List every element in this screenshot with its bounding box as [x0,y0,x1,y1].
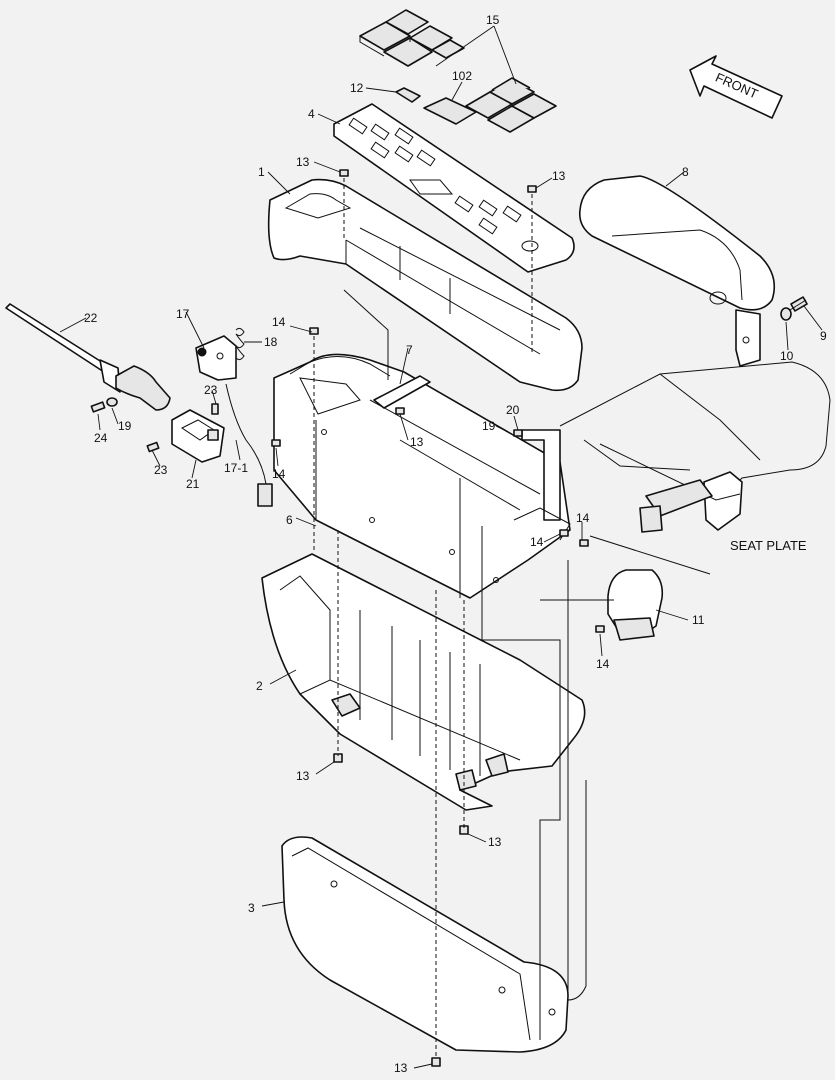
callout-17: 17 [176,307,190,321]
cap-12 [395,87,421,103]
callout-14-b: 14 [272,467,286,481]
side-cover-3 [281,836,569,1053]
seat-plate-label: SEAT PLATE [730,538,807,553]
callout-17-1: 17-1 [224,461,248,475]
callout-1: 1 [258,165,265,179]
callout-14-d: 14 [530,535,544,549]
front-direction-arrow: FRONT [689,55,783,119]
switch-21 [171,409,225,463]
callout-22: 22 [84,311,98,325]
callout-2: 2 [256,679,263,693]
harness-17-1 [225,383,273,507]
assembly-lines [313,178,711,1058]
callout-10: 10 [780,349,794,363]
cover-11 [607,569,664,641]
callout-11: 11 [692,613,705,627]
callout-6: 6 [286,513,293,527]
seat-plate [559,361,831,533]
callout-14-a: 14 [272,315,286,329]
callout-14-e: 14 [596,657,610,671]
lower-tray-2 [261,553,586,811]
callout-19-a: 19 [118,419,132,433]
switch-covers-right [465,77,557,133]
upper-cover-1 [267,178,583,392]
spring-18 [235,327,245,361]
callout-8: 8 [682,165,689,179]
callout-14-c: 14 [576,511,590,525]
panel-102 [423,97,477,125]
callout-15: 15 [486,13,500,27]
callout-13-b: 13 [552,169,566,183]
callout-24: 24 [94,431,108,445]
switch-covers-left [359,9,465,67]
callout-23-b: 23 [154,463,168,477]
callout-13-a: 13 [296,155,310,169]
callout-13-e: 13 [488,835,502,849]
callout-19-b: 19 [482,419,496,433]
callout-13-c: 13 [410,435,424,449]
callout-23-a: 23 [204,383,218,397]
switch-panel-4 [333,103,575,273]
callout-102: 102 [452,69,472,83]
callout-9: 9 [820,329,827,343]
callout-labels: 15 12 102 4 13 13 1 8 9 10 22 17 18 14 7… [84,13,827,1075]
callout-7: 7 [406,343,413,357]
lever-22 [5,303,171,411]
armrest-8 [578,175,776,367]
callout-12: 12 [350,81,364,95]
callout-21: 21 [186,477,200,491]
bracket-7 [373,375,431,409]
callout-20: 20 [506,403,520,417]
callout-4: 4 [308,107,315,121]
callout-18: 18 [264,335,278,349]
leader-lines [59,25,823,1069]
bolt-9-washer-10 [780,296,808,321]
bolts-24-19 [90,397,219,453]
fasteners [271,169,605,1067]
callout-13-d: 13 [296,769,310,783]
callout-13-f: 13 [394,1061,408,1075]
bracket-17 [195,335,237,381]
callout-3: 3 [248,901,255,915]
